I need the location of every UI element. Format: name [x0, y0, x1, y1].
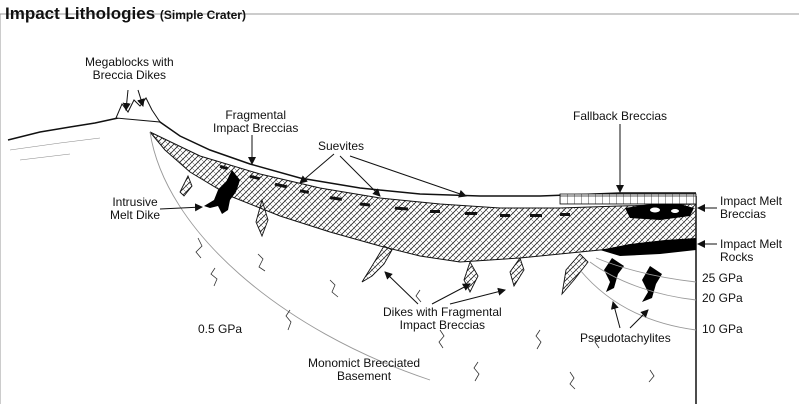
- label-10-gpa: 10 GPa: [702, 323, 743, 336]
- megablocks: [116, 98, 160, 122]
- label-pseudotachylites: Pseudotachylites: [580, 332, 671, 345]
- label-20-gpa: 20 GPa: [702, 292, 743, 305]
- label-suevites: Suevites: [318, 140, 364, 153]
- fallback-breccia-layer: [560, 194, 696, 204]
- label-0-5-gpa: 0.5 GPa: [198, 323, 242, 336]
- label-25-gpa: 25 GPa: [702, 272, 743, 285]
- diagram-title: Impact Lithologies (Simple Crater): [5, 4, 246, 24]
- diagram-subtitle: (Simple Crater): [160, 8, 246, 22]
- label-fallback-breccias: Fallback Breccias: [573, 110, 667, 123]
